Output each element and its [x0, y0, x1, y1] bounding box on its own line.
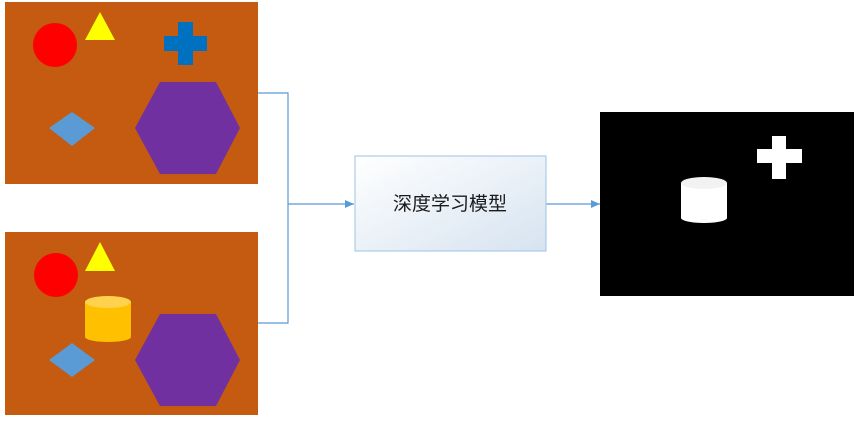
model-box-frame	[354, 155, 547, 252]
white-cylinder	[681, 177, 727, 223]
model-box-label: 深度学习模型	[393, 193, 507, 215]
connector-lines	[258, 92, 600, 324]
red-circle	[34, 253, 78, 297]
blue-cross	[164, 22, 207, 65]
orange-cylinder	[85, 296, 131, 342]
input-image-top	[5, 2, 258, 184]
blue-diamond	[49, 112, 95, 146]
connector-top	[258, 92, 289, 204]
purple-hexagon	[135, 82, 240, 174]
yellow-triangle	[85, 12, 115, 40]
white-cross	[757, 136, 802, 179]
blue-diamond	[49, 343, 95, 377]
input-image-bottom	[5, 232, 258, 415]
output-mask-image	[600, 112, 854, 296]
yellow-triangle	[85, 242, 115, 271]
purple-hexagon	[135, 314, 240, 406]
connector-bottom	[258, 204, 289, 324]
model-box: 深度学习模型	[354, 155, 547, 252]
red-circle	[33, 23, 77, 67]
